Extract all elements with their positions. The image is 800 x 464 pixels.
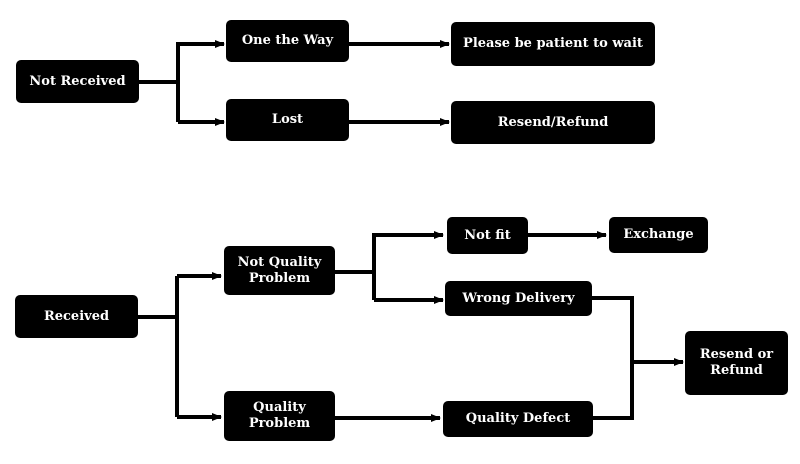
lost-label: Lost [271,112,304,127]
resend-or-refund-label: Resend or Refund [699,347,774,378]
please-be-patient-label: Please be patient to wait [463,36,643,51]
quality-defect-node: Quality Defect [443,401,593,437]
quality-problem-node: Quality Problem [224,391,335,441]
quality-defect-label: Quality Defect [465,411,571,426]
resend-refund-label: Resend/Refund [497,114,609,130]
wrong-delivery-node: Wrong Delivery [445,281,592,316]
not-fit-node: Not fit [447,217,528,254]
not-fit-label: Not fit [464,227,511,243]
not-quality-problem-node: Not Quality Problem [224,246,335,295]
wrong-delivery-label: Wrong Delivery [462,290,575,306]
not-received-label: Not Received [29,73,126,89]
connector-wrong-delivery-out [592,296,634,420]
quality-problem-label: Quality Problem [248,400,311,431]
resend-refund-node: Resend/Refund [451,101,655,144]
received-label: Received [43,308,110,324]
lost-node: Lost [226,99,349,141]
not-quality-problem-label: Not Quality Problem [237,254,322,286]
resend-or-refund-node: Resend or Refund [685,331,788,395]
one-the-way-label: One the Way [241,33,334,48]
not-received-node: Not Received [16,60,139,103]
please-be-patient-node: Please be patient to wait [451,22,655,66]
received-node: Received [15,295,138,338]
exchange-label: Exchange [623,227,694,242]
one-the-way-node: One the Way [226,20,349,62]
exchange-node: Exchange [609,217,708,253]
